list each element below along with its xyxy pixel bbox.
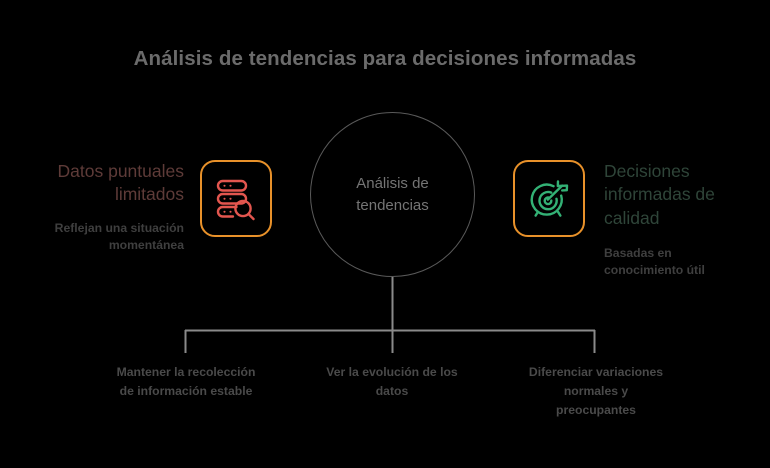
side-left-heading: Datos puntuales limitados	[57, 161, 184, 205]
side-block-right: Decisiones informadas de calidad Basadas…	[604, 160, 764, 280]
center-node-circle: Análisis de tendencias	[310, 112, 475, 277]
side-right-subtitle: Basadas en conocimiento útil	[604, 245, 705, 278]
bottom-label-left: Mantener la recolección de información e…	[116, 365, 256, 398]
side-block-left: Datos puntuales limitados Reflejan una s…	[8, 160, 184, 255]
icon-box-right	[513, 160, 585, 237]
bottom-label-center: Ver la evolución de los datos	[326, 365, 458, 398]
database-search-icon	[216, 179, 255, 220]
bottom-label-right: Diferenciar variaciones normales y preoc…	[528, 365, 664, 417]
target-arrow-icon	[530, 179, 569, 217]
center-node-label: Análisis de tendencias	[356, 174, 429, 214]
icon-box-left	[200, 160, 272, 237]
side-left-subtitle: Reflejan una situación momentánea	[54, 220, 184, 253]
page-title: Análisis de tendencias para decisiones i…	[133, 47, 637, 70]
side-right-heading: Decisiones informadas de calidad	[604, 161, 715, 228]
